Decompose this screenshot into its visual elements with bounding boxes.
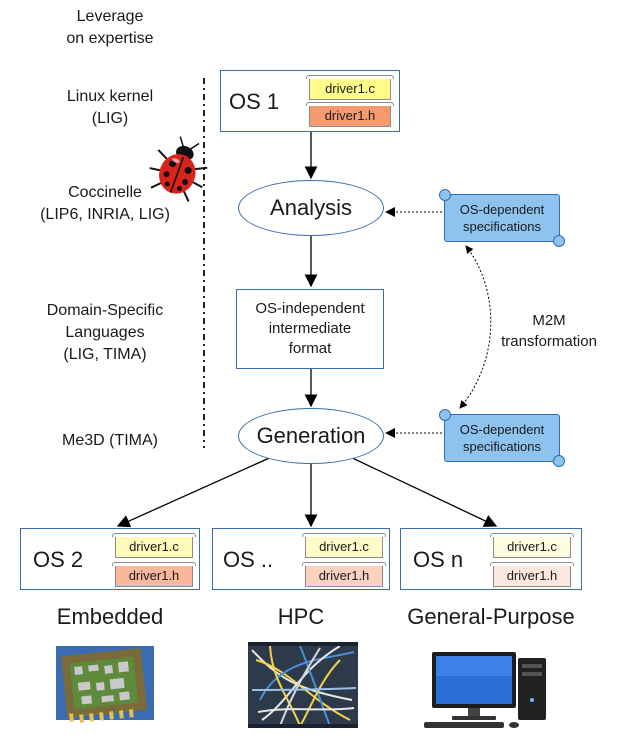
- spec-top: OS-dependent specifications: [439, 189, 565, 247]
- osn-file-c: driver1.c: [490, 533, 574, 558]
- osdots-box: OS .. driver1.c driver1.h: [212, 528, 390, 590]
- os2-file-h: driver1.h: [112, 562, 196, 587]
- category-general-purpose: General-Purpose: [407, 604, 575, 629]
- category-hpc: HPC: [277, 604, 325, 629]
- me3d-label: Me3D (TIMA): [62, 432, 158, 449]
- dsl-label: Domain-Specific Languages (LIG, TIMA): [46, 302, 164, 363]
- os2-file-c: driver1.c: [112, 533, 196, 558]
- coccinelle-label: Coccinelle (LIP6, INRIA, LIG): [40, 184, 170, 223]
- category-embedded: Embedded: [56, 604, 164, 629]
- leverage-label: Leverage on expertise: [66, 8, 154, 47]
- osdots-file-h: driver1.h: [302, 562, 386, 587]
- os2-name: OS 2: [33, 547, 84, 572]
- osdots-name: OS ..: [223, 547, 274, 572]
- osn-file-h: driver1.h: [490, 562, 574, 587]
- m2m-arrow: [459, 245, 492, 409]
- osn-name: OS n: [413, 547, 464, 572]
- os1-file-c: driver1.c: [306, 75, 394, 100]
- osn-box: OS n driver1.c driver1.h: [400, 528, 582, 590]
- os1-box: OS 1 driver1.c driver1.h: [220, 70, 400, 132]
- generation-node: Generation: [238, 408, 384, 464]
- osdots-file-c: driver1.c: [302, 533, 386, 558]
- os1-file-h: driver1.h: [306, 102, 394, 127]
- intermediate-format-box: OS-independent intermediate format: [236, 289, 384, 369]
- m2m-label: M2M transformation: [501, 312, 597, 350]
- arrow-gen-os2: [116, 454, 277, 528]
- arrow-gen-osn: [345, 454, 498, 527]
- os1-name: OS 1: [229, 89, 280, 114]
- os2-box: OS 2 driver1.c driver1.h: [20, 528, 200, 590]
- linux-kernel-label: Linux kernel (LIG): [66, 88, 154, 127]
- analysis-node: Analysis: [238, 180, 384, 236]
- spec-bottom: OS-dependent specifications: [439, 409, 565, 467]
